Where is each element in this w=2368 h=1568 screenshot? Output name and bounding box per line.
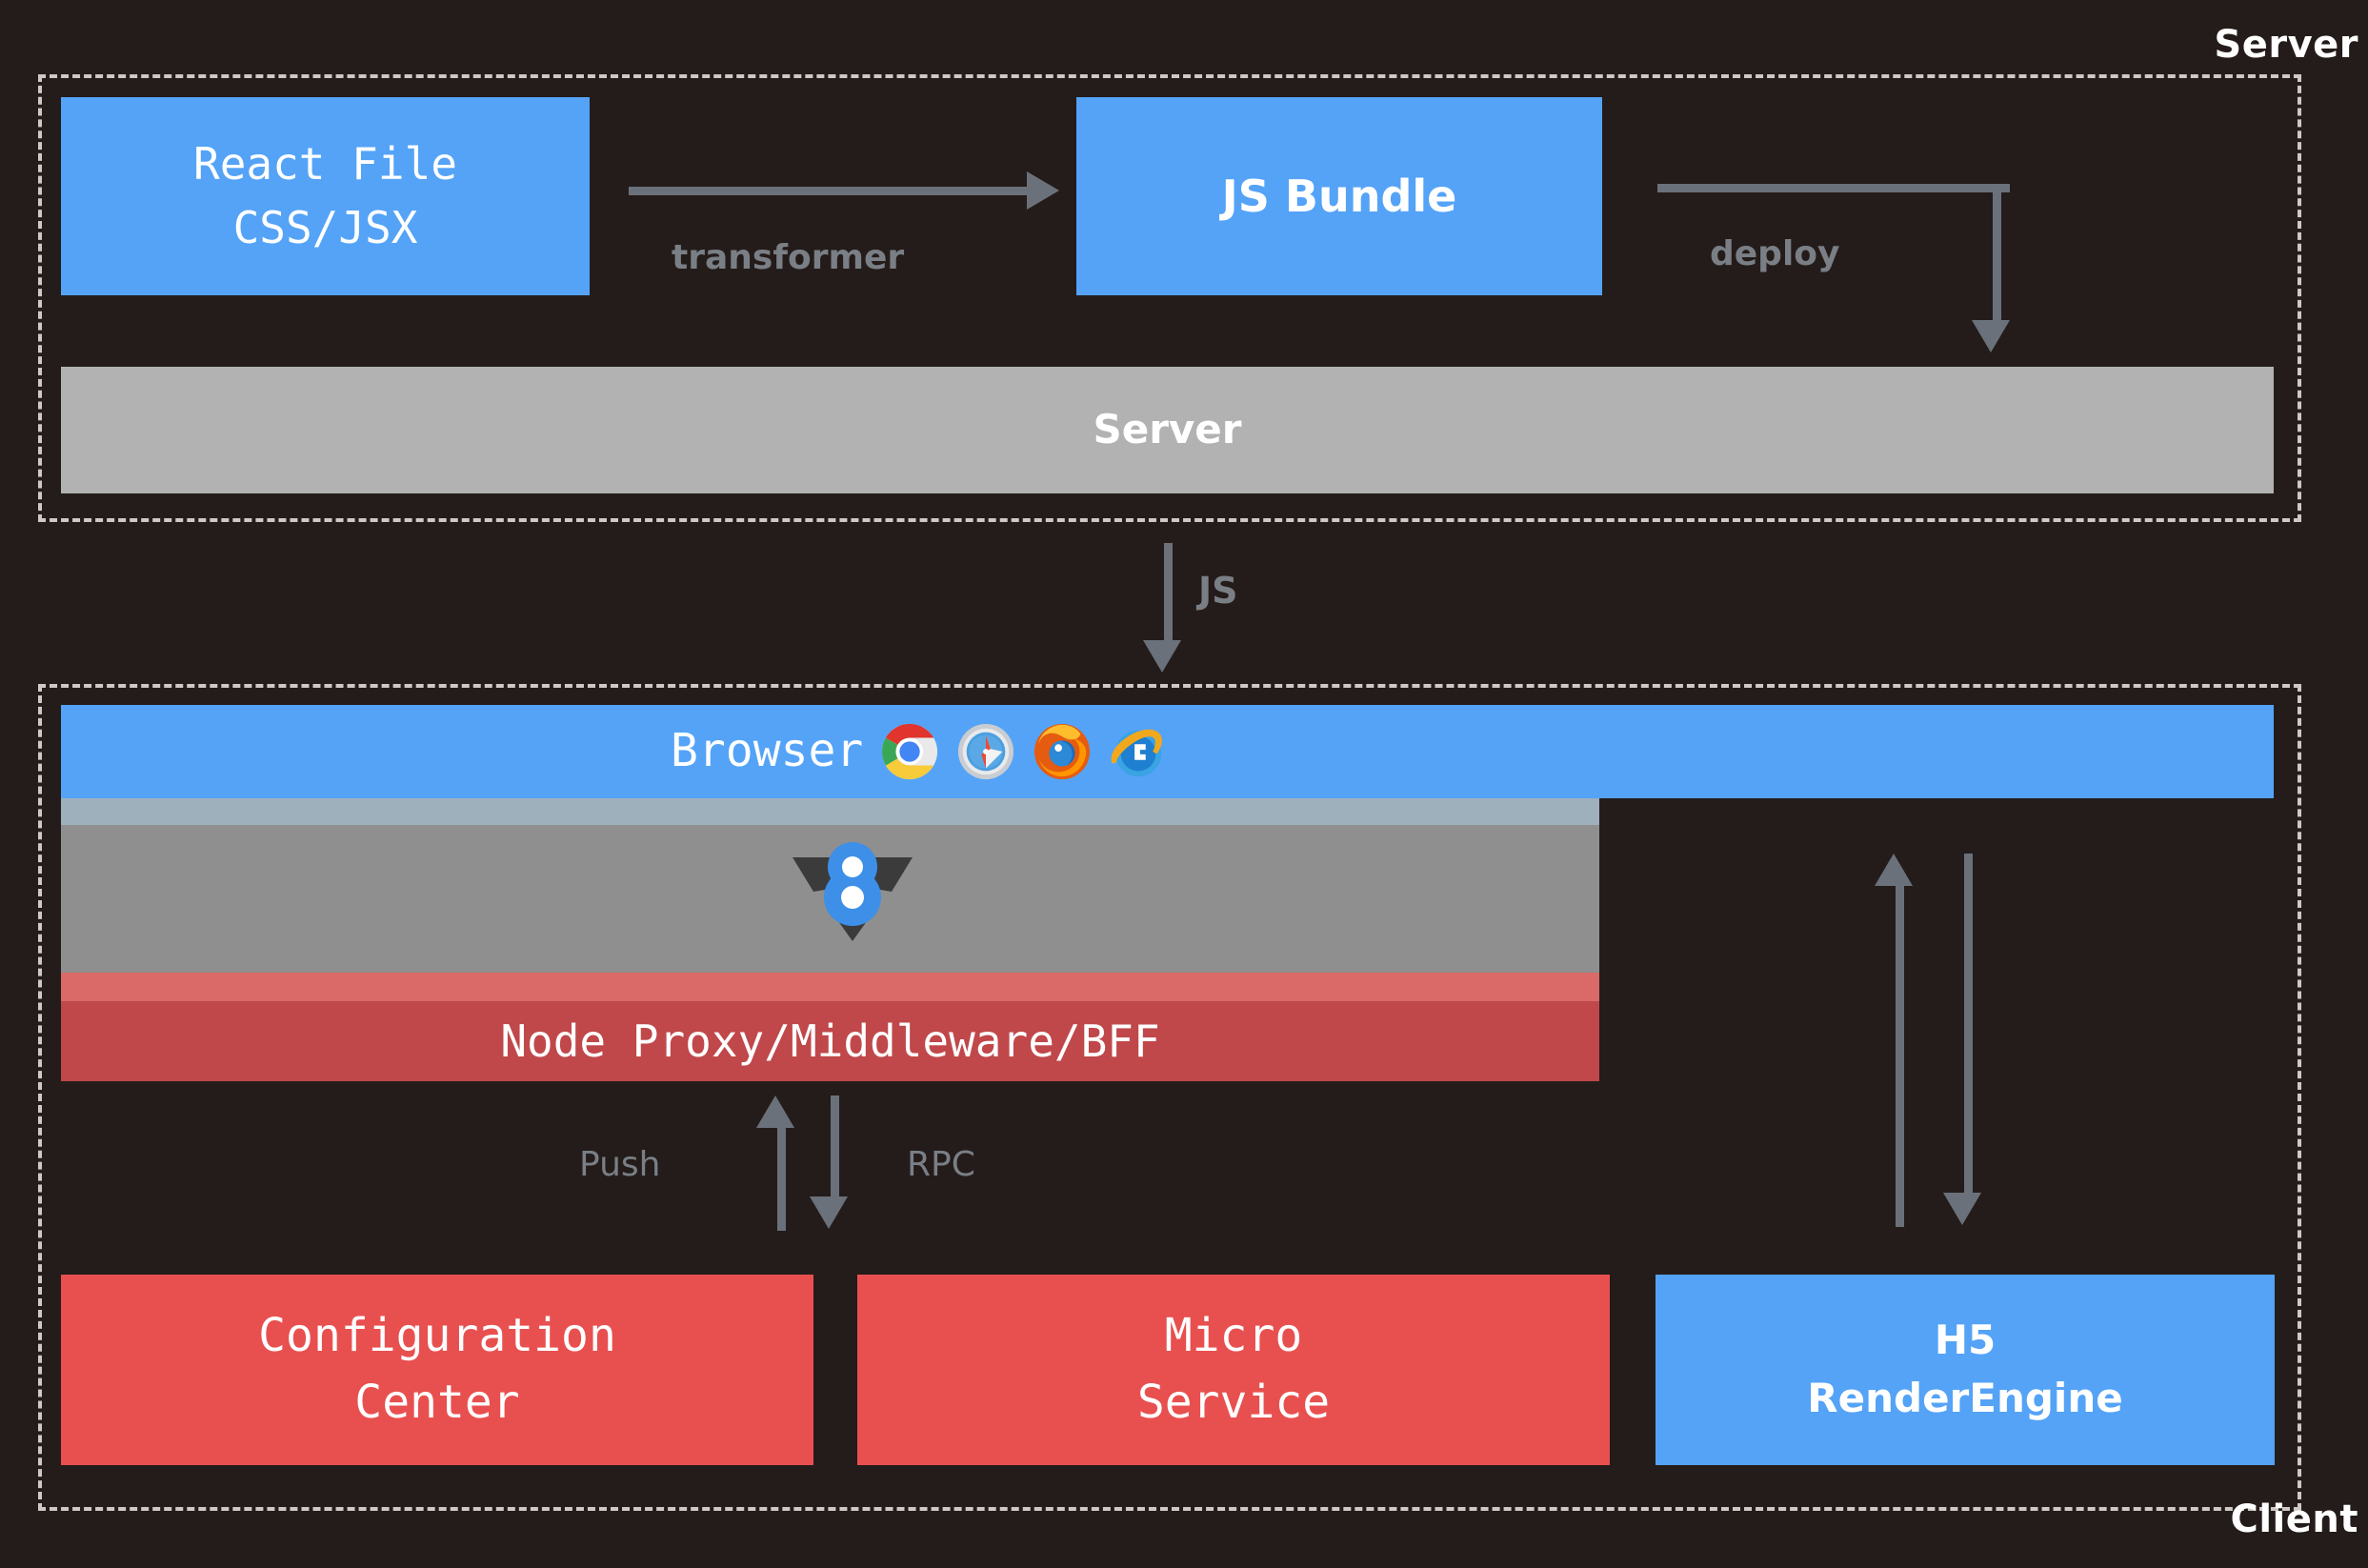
- h5-render-engine-line1: H5: [1934, 1317, 1997, 1364]
- chrome-icon: [882, 723, 938, 780]
- js-bundle-box[interactable]: JS Bundle: [1076, 97, 1602, 295]
- react-file-line1: React File: [193, 138, 457, 191]
- react-file-box[interactable]: React File CSS/JSX: [61, 97, 590, 295]
- transformer-edge-label: transformer: [672, 238, 905, 277]
- h5-down-arrow-head-icon: [1943, 1193, 1981, 1225]
- push-arrow-head-icon: [756, 1096, 794, 1128]
- transformer-arrow-head-icon: [1027, 171, 1059, 210]
- h5-up-arrow-line: [1896, 884, 1904, 1227]
- deploy-edge-label: deploy: [1710, 234, 1840, 273]
- server-zone: [38, 74, 2301, 522]
- micro-service-box[interactable]: Micro Service: [857, 1275, 1610, 1465]
- configuration-center-box[interactable]: Configuration Center: [61, 1275, 813, 1465]
- internet-explorer-icon: [1111, 729, 1163, 777]
- react-file-line2: CSS/JSX: [232, 202, 418, 253]
- h5-down-arrow-line: [1964, 854, 1973, 1196]
- browser-bar[interactable]: Browser: [61, 705, 2274, 798]
- client-zone-label: Client: [2230, 1498, 2358, 1541]
- micro-service-line1: Micro: [1164, 1309, 1303, 1363]
- deploy-arrow-horizontal: [1657, 184, 2010, 192]
- h5-up-arrow-head-icon: [1875, 854, 1913, 886]
- v8-engine-icon: [793, 842, 913, 941]
- h5-render-engine-line2: RenderEngine: [1807, 1375, 2123, 1421]
- configuration-center-line1: Configuration: [258, 1309, 616, 1363]
- rpc-arrow-line: [831, 1096, 839, 1200]
- h5-render-engine-box[interactable]: H5 RenderEngine: [1656, 1275, 2275, 1465]
- js-arrow-head-icon: [1143, 640, 1181, 673]
- rpc-arrow-head-icon: [810, 1196, 848, 1229]
- node-proxy-bar[interactable]: Node Proxy/Middleware/BFF: [61, 1001, 1599, 1081]
- js-bundle-label: JS Bundle: [1221, 170, 1457, 222]
- configuration-center-line2: Center: [354, 1376, 520, 1429]
- browser-bar-label: Browser: [671, 724, 864, 778]
- js-arrow-line: [1164, 543, 1173, 648]
- transformer-arrow-line: [629, 187, 1029, 195]
- node-shadow-band: [61, 973, 1599, 1001]
- client-zone: [38, 684, 2301, 1511]
- rpc-edge-label: RPC: [907, 1145, 975, 1184]
- js-edge-label: JS: [1198, 570, 1238, 612]
- deploy-arrow-vertical: [1993, 184, 2001, 327]
- push-arrow-line: [777, 1126, 786, 1231]
- server-bar-label: Server: [1093, 406, 1242, 453]
- node-proxy-label: Node Proxy/Middleware/BFF: [500, 1015, 1160, 1067]
- micro-service-line2: Service: [1136, 1376, 1331, 1429]
- server-bar[interactable]: Server: [61, 367, 2274, 493]
- browser-shadow-band: [61, 798, 1599, 825]
- deploy-arrow-head-icon: [1972, 320, 2010, 352]
- firefox-icon: [1034, 723, 1091, 780]
- push-edge-label: Push: [579, 1145, 661, 1184]
- safari-icon: [958, 723, 1014, 780]
- server-zone-label: Server: [2214, 23, 2358, 67]
